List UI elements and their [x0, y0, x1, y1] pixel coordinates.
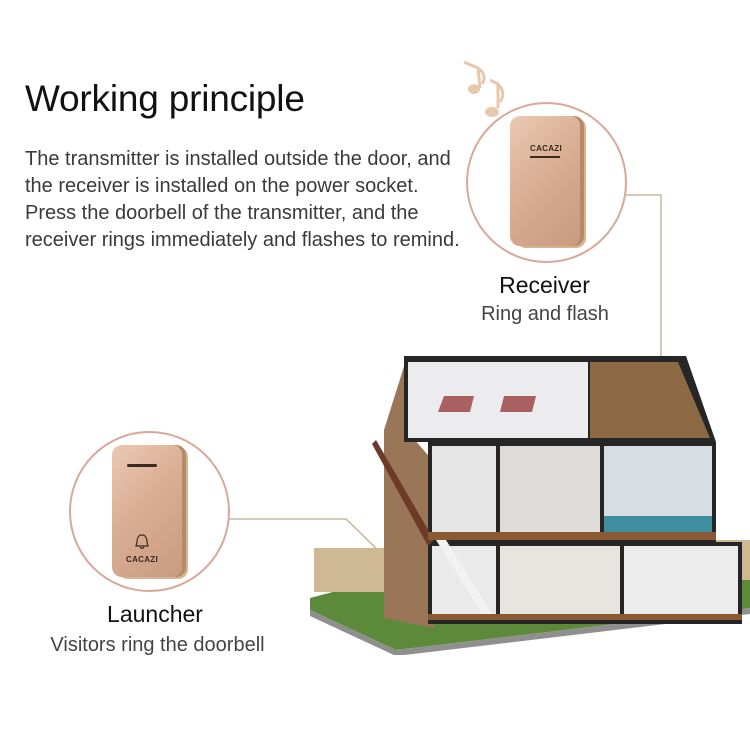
receiver-subtitle: Ring and flash [481, 303, 609, 325]
launcher-title: Launcher [107, 601, 203, 627]
launcher-subtitle: Visitors ring the doorbell [50, 634, 265, 656]
receiver-logo-underline [530, 156, 560, 158]
launcher-indicator-slot [127, 464, 157, 467]
launcher-circle: CACAZI [69, 431, 230, 592]
bell-icon [135, 534, 149, 550]
receiver-brand-logo: CACAZI [530, 144, 563, 153]
launcher-device-image: CACAZI [112, 445, 182, 577]
receiver-circle: CACAZI [466, 102, 627, 263]
receiver-device-image: CACAZI [510, 116, 580, 246]
music-notes-icon [463, 60, 505, 117]
launcher-connector [228, 518, 385, 557]
house-cutaway-illustration [310, 356, 750, 655]
receiver-title: Receiver [499, 272, 590, 298]
description-text: The transmitter is installed outside the… [25, 148, 460, 251]
page-title: Working principle [25, 78, 305, 119]
launcher-brand-logo: CACAZI [126, 555, 159, 564]
